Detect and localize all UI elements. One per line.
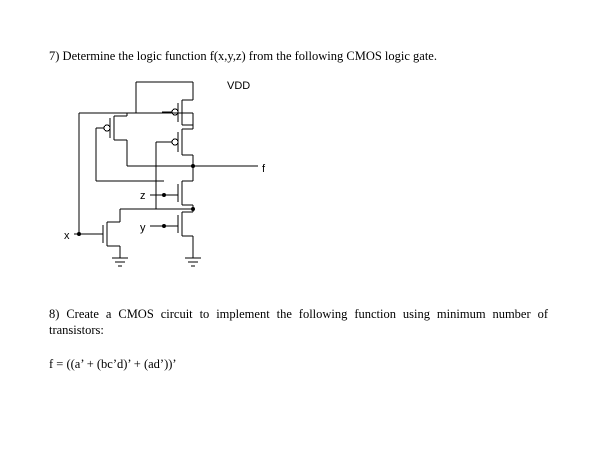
input-z-label: z [140, 190, 146, 202]
pmos-transistor [96, 113, 128, 141]
output-f-label: f [262, 163, 266, 175]
ground-symbol [185, 257, 201, 267]
junction-dot [162, 224, 166, 228]
nmos-transistor [150, 211, 193, 237]
junction-dot [77, 232, 81, 236]
vdd-label: VDD [227, 80, 250, 92]
question-8-text: 8) Create a CMOS circuit to implement th… [49, 307, 548, 337]
pmos-transistor [156, 128, 193, 156]
ground-symbol [112, 257, 128, 267]
pmos-transistor [162, 99, 193, 126]
nmos-transistor [74, 221, 120, 247]
question-8-function: f = ((a’ + (bc’d)’ + (ad’))’ [49, 357, 177, 371]
junction-dot [191, 164, 195, 168]
question-7-text: 7) Determine the logic function f(x,y,z)… [49, 49, 437, 63]
input-x-label: x [64, 230, 70, 242]
junction-dot [191, 207, 195, 211]
junction-dot [162, 193, 166, 197]
input-y-label: y [140, 222, 146, 234]
